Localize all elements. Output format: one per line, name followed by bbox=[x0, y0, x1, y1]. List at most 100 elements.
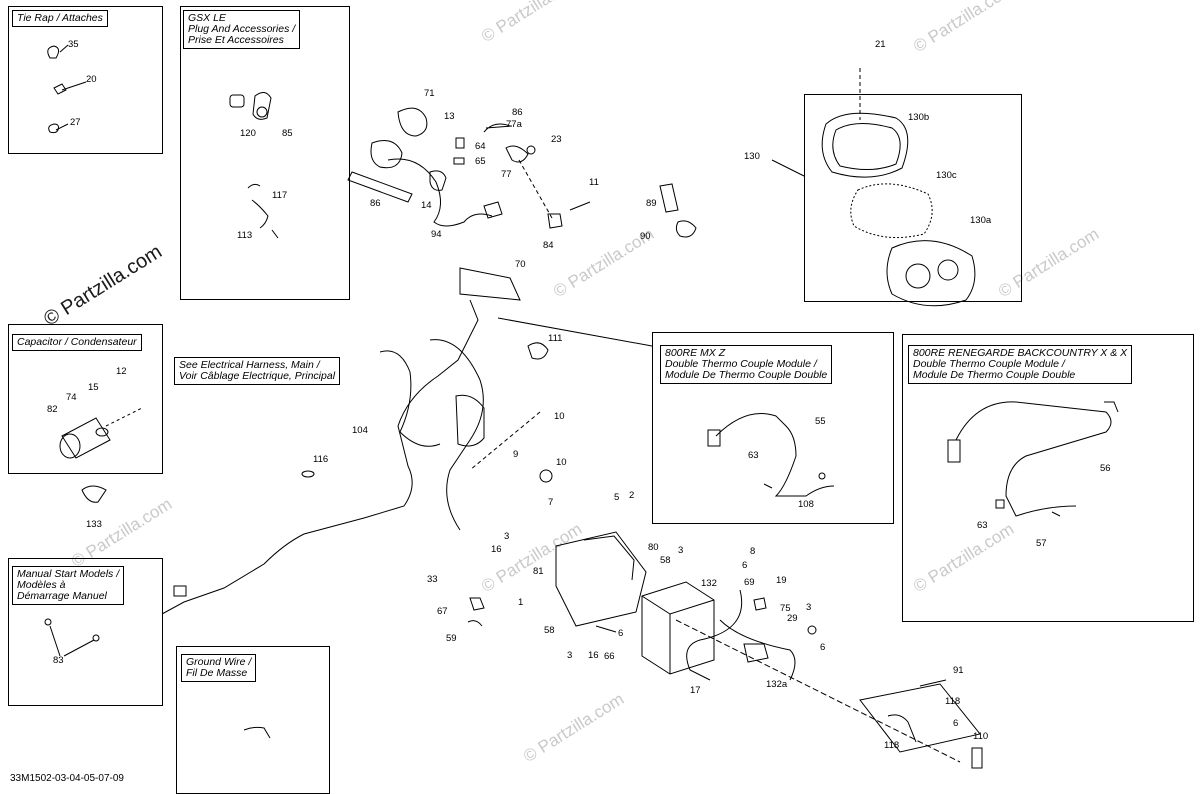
callout: 130 bbox=[744, 151, 760, 162]
callout: 19 bbox=[776, 575, 787, 586]
callout: 6 bbox=[820, 642, 826, 653]
capacitor-title: Capacitor / Condensateur bbox=[12, 334, 142, 351]
callout: 120 bbox=[240, 128, 256, 139]
part-56 bbox=[995, 499, 1005, 509]
part-69 bbox=[753, 597, 767, 611]
ground-wire-title: Ground Wire / Fil De Masse bbox=[181, 654, 257, 682]
callout: 55 bbox=[815, 416, 826, 427]
callout: 12 bbox=[116, 366, 127, 377]
gauge-cluster-130a bbox=[886, 240, 976, 307]
tie-rap-part-27 bbox=[48, 123, 59, 134]
capacitor-82 bbox=[61, 417, 111, 459]
tie-rap-box bbox=[8, 6, 163, 154]
callout: 94 bbox=[431, 229, 442, 240]
callout: 66 bbox=[604, 651, 615, 662]
figure-code: 33M1502-03-04-05-07-09 bbox=[10, 773, 124, 784]
strap-86-b bbox=[483, 123, 513, 133]
part-15 bbox=[95, 427, 109, 437]
callout: 6 bbox=[742, 560, 748, 571]
renegade-box bbox=[902, 334, 1194, 622]
callout: 11 bbox=[589, 177, 599, 188]
callout: 89 bbox=[646, 198, 657, 209]
part-55 bbox=[763, 483, 773, 489]
cover-133 bbox=[81, 485, 107, 503]
callout: 70 bbox=[515, 259, 526, 270]
callout: 83 bbox=[53, 655, 64, 666]
callout: 33 bbox=[427, 574, 438, 585]
battery-132 bbox=[641, 581, 715, 675]
thermo-connector-b bbox=[947, 439, 961, 463]
part-89 bbox=[659, 183, 679, 213]
callout: 85 bbox=[282, 128, 293, 139]
thermo-connector bbox=[707, 429, 721, 447]
manual-start-title: Manual Start Models / Modèles à Démarrag… bbox=[12, 566, 125, 605]
callout: 65 bbox=[475, 156, 486, 167]
harness-104 bbox=[161, 299, 479, 615]
manual-start-box bbox=[8, 558, 163, 706]
callout: 86 bbox=[370, 198, 381, 209]
callout: 77 bbox=[501, 169, 512, 180]
callout: 118 bbox=[945, 696, 961, 707]
part-63-b bbox=[1051, 511, 1061, 517]
callout: 7 bbox=[548, 497, 554, 508]
part-57-b bbox=[92, 634, 100, 642]
tie-rap-part-20 bbox=[53, 83, 67, 95]
callout: 6 bbox=[953, 718, 959, 729]
callout: 16 bbox=[588, 650, 599, 661]
mxz-box bbox=[652, 332, 894, 524]
callout: 10 bbox=[556, 457, 567, 468]
part-11 bbox=[569, 201, 591, 211]
callout: 108 bbox=[798, 499, 814, 510]
callout: 90 bbox=[640, 231, 651, 242]
callout: 116 bbox=[313, 454, 329, 465]
callout: 10 bbox=[554, 411, 565, 422]
callout: 74 bbox=[66, 392, 77, 403]
part-90 bbox=[675, 220, 697, 238]
part-77 bbox=[505, 145, 529, 163]
accessory-85 bbox=[252, 92, 272, 120]
solenoid-75 bbox=[743, 643, 769, 663]
harness-connector bbox=[173, 585, 187, 597]
callout: 35 bbox=[68, 39, 79, 50]
part-23 bbox=[526, 145, 536, 155]
callout: 23 bbox=[551, 134, 562, 145]
callout: 117 bbox=[272, 190, 288, 201]
callout: 8 bbox=[750, 546, 756, 557]
plate-91 bbox=[859, 683, 981, 753]
accessory-117 bbox=[247, 183, 269, 229]
capacitor-box bbox=[8, 324, 163, 474]
harness-note: See Electrical Harness, Main / Voir Câbl… bbox=[174, 357, 341, 385]
part-116 bbox=[301, 470, 315, 478]
callout: 21 bbox=[875, 39, 886, 50]
gauge-assembly-box bbox=[804, 94, 1022, 302]
callout: 111 bbox=[548, 333, 563, 344]
part-111 bbox=[527, 342, 549, 360]
gauge-lens-130c bbox=[850, 183, 933, 239]
callout: 81 bbox=[533, 566, 544, 577]
callout: 132 bbox=[701, 578, 717, 589]
callout: 58 bbox=[544, 625, 555, 636]
callout: 2 bbox=[629, 490, 635, 501]
callout: 110 bbox=[973, 731, 989, 742]
callout: 9 bbox=[513, 449, 519, 460]
callout: 64 bbox=[475, 141, 486, 152]
part-59 bbox=[467, 620, 483, 627]
callout: 77a bbox=[506, 119, 522, 130]
bracket-70 bbox=[459, 267, 521, 301]
callout: 16 bbox=[491, 544, 502, 555]
callout: 86 bbox=[512, 107, 523, 118]
callout: 104 bbox=[352, 425, 368, 436]
mxz-title: 800RE MX Z Double Thermo Couple Module /… bbox=[660, 345, 833, 384]
gauge-frame-130b bbox=[821, 112, 909, 178]
part-67 bbox=[469, 597, 485, 611]
callout: 3 bbox=[678, 545, 684, 556]
callout: 13 bbox=[444, 111, 455, 122]
connector-64 bbox=[453, 137, 465, 165]
callout: 57 bbox=[1036, 538, 1047, 549]
ground-wire-83 bbox=[243, 726, 271, 739]
callout: 63 bbox=[977, 520, 988, 531]
callout: 63 bbox=[748, 450, 759, 461]
callout: 67 bbox=[437, 606, 448, 617]
